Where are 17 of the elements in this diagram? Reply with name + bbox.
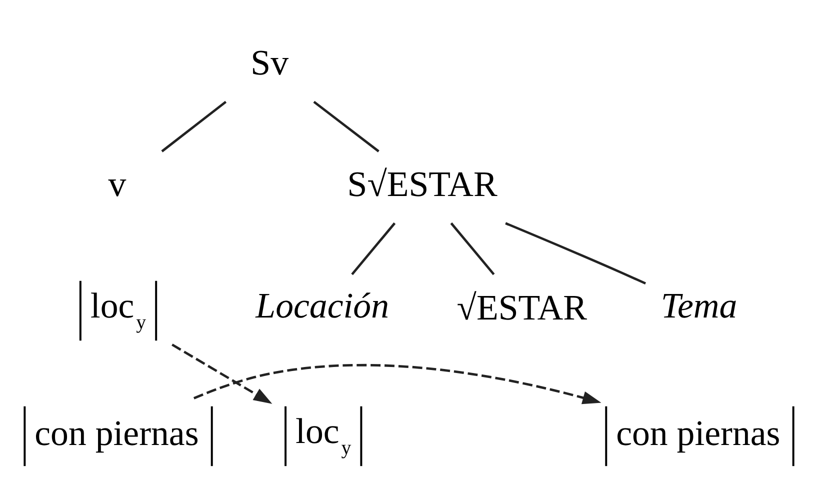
connector <box>161 100 227 152</box>
connector <box>450 222 495 276</box>
node-text: loc$_{y}$ <box>295 410 352 459</box>
node-text: con piernas <box>616 412 780 453</box>
connector <box>505 222 646 285</box>
node-text: √ESTAR <box>456 288 588 328</box>
node-text: Locación <box>256 286 390 326</box>
connector <box>351 222 396 276</box>
arrow <box>193 364 602 404</box>
node-text: S√ESTAR <box>347 164 498 204</box>
node-text: Sv <box>250 42 289 83</box>
node-text: loc$_{y}$ <box>90 286 146 334</box>
node-text: Tema <box>660 286 738 326</box>
arrow <box>172 344 272 404</box>
node-text: v <box>108 164 126 204</box>
node-text: con piernas <box>34 412 199 453</box>
connector <box>313 100 380 152</box>
